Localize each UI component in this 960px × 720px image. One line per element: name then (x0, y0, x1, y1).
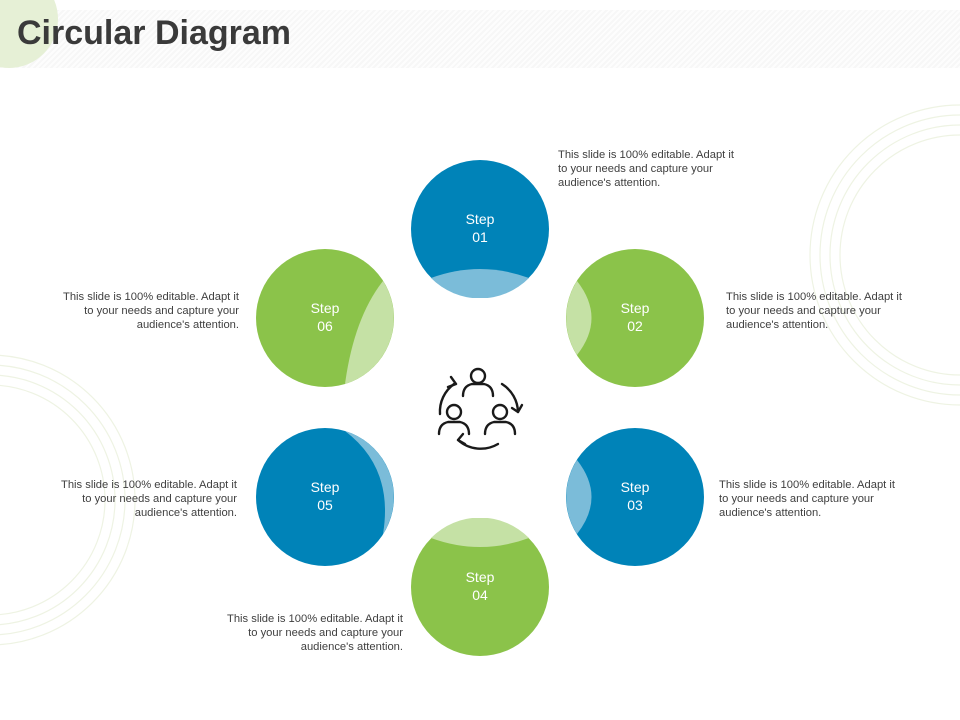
step-01-circle: Step 01 (411, 160, 549, 298)
step-04-circle: Step 04 (411, 518, 549, 656)
step-06-word: Step (310, 300, 340, 316)
step-04-number: 04 (472, 587, 488, 603)
step-06-description: This slide is 100% editable. Adapt it to… (63, 291, 239, 332)
step-01-number: 01 (472, 229, 488, 245)
step-02-word: Step (620, 300, 650, 316)
step-03-number: 03 (627, 497, 643, 513)
step-01-word: Step (465, 211, 495, 227)
step-01-description: This slide is 100% editable. Adapt it to… (558, 149, 734, 190)
step-06-shape (256, 249, 394, 387)
step-02-circle: Step 02 (566, 249, 704, 387)
step-06-circle: Step 06 (256, 249, 394, 387)
step-04-shape (411, 518, 549, 656)
step-03-shape (566, 428, 704, 566)
team-cycle-icon (437, 367, 524, 450)
step-05-circle: Step 05 (256, 428, 394, 566)
step-05-word: Step (310, 479, 340, 495)
step-06-label: Step 06 (256, 299, 394, 335)
step-03-label: Step 03 (566, 478, 704, 514)
header-band (0, 10, 960, 68)
page-title: Circular Diagram (17, 14, 291, 52)
step-03-circle: Step 03 (566, 428, 704, 566)
step-02-shape (566, 249, 704, 387)
step-05-label: Step 05 (256, 478, 394, 514)
step-04-label: Step 04 (411, 568, 549, 604)
step-06-number: 06 (317, 318, 333, 334)
step-01-label: Step 01 (411, 210, 549, 246)
step-02-description: This slide is 100% editable. Adapt it to… (726, 291, 902, 332)
step-01-shape (411, 160, 549, 298)
step-04-word: Step (465, 569, 495, 585)
step-05-number: 05 (317, 497, 333, 513)
step-05-description: This slide is 100% editable. Adapt it to… (61, 479, 237, 520)
step-02-number: 02 (627, 318, 643, 334)
step-04-description: This slide is 100% editable. Adapt it to… (227, 613, 403, 654)
step-03-description: This slide is 100% editable. Adapt it to… (719, 479, 895, 520)
step-03-word: Step (620, 479, 650, 495)
step-05-shape (256, 428, 394, 566)
step-02-label: Step 02 (566, 299, 704, 335)
